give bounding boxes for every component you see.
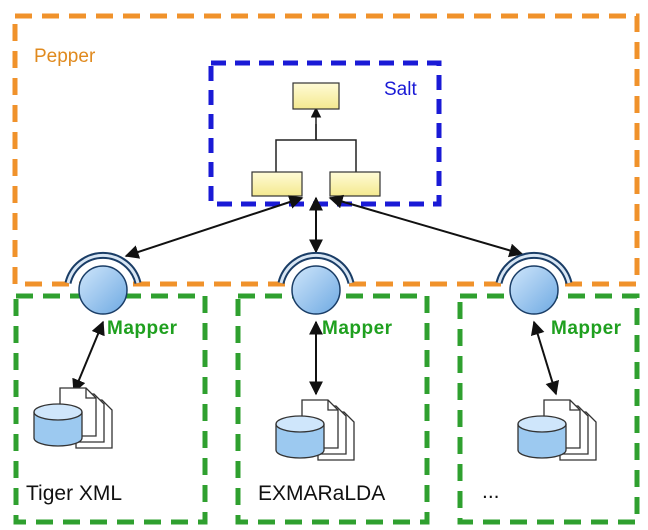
mapper-ball-icon	[509, 265, 559, 315]
mapper-label: Mapper	[322, 318, 393, 339]
salt-label: Salt	[384, 79, 417, 100]
arrow-salt-mapper-1	[124, 195, 304, 259]
salt-left-node	[251, 171, 303, 197]
arrow-mapper-corpus-3	[530, 320, 560, 396]
arrow-salt-mapper-3	[328, 194, 524, 258]
format-label-2: EXMARaLDA	[258, 482, 385, 505]
salt-frame	[208, 60, 442, 207]
mapper-1: Mapper	[64, 251, 178, 339]
mapper-3: Mapper	[495, 251, 622, 339]
database-icon	[275, 415, 325, 459]
corpus-icon-3	[517, 399, 597, 461]
mapper-ball-icon	[291, 265, 341, 315]
salt-right-node	[329, 171, 381, 197]
corpus-icon-1	[33, 387, 113, 449]
database-icon	[517, 415, 567, 459]
arrow-mapper-corpus-1	[72, 320, 105, 394]
salt-graph	[251, 82, 381, 197]
mapper-ball-icon	[78, 265, 128, 315]
format-label-3: ...	[482, 480, 500, 503]
salt-root-node	[292, 82, 340, 110]
corpus-icon-2	[275, 399, 355, 461]
database-icon	[33, 403, 83, 447]
mapper-label: Mapper	[551, 318, 622, 339]
pepper-label: Pepper	[34, 46, 96, 67]
mapper-2: Mapper	[277, 251, 393, 339]
format-label-1: Tiger XML	[26, 482, 122, 505]
mapper-label: Mapper	[107, 318, 178, 339]
pepper-frame	[12, 13, 640, 287]
